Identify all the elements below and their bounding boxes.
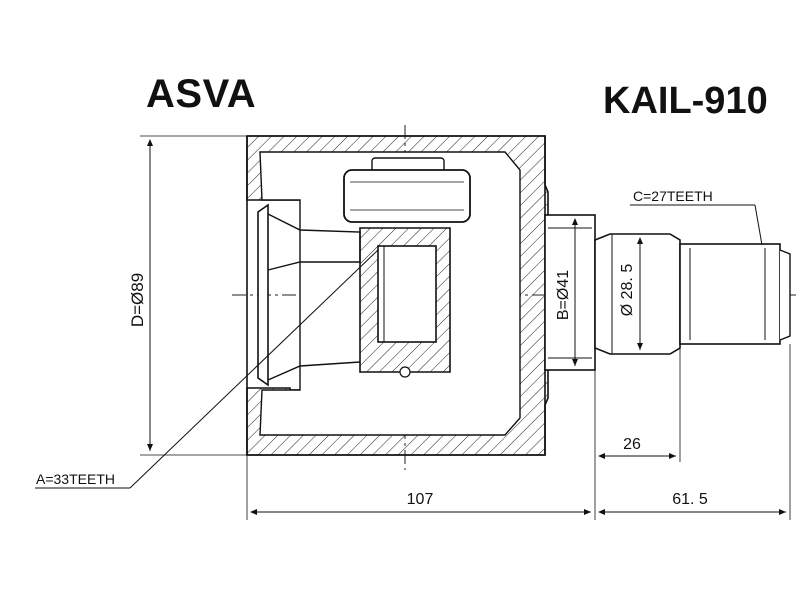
dim-spline-len-label: 26 [623,436,641,453]
brand-title: ASVA [146,72,257,116]
dim-d: D=Ø89 [128,135,247,456]
leader-line-c-diag [754,204,763,246]
leader-line-a-diag [129,249,379,489]
dim-shaft: Ø 28. 5 [619,237,643,350]
tripod-spider [359,227,451,378]
spline-end [679,243,791,345]
input-shaft [257,203,361,387]
dim-overall-label: 107 [407,491,434,508]
dim-26: 26 [594,340,681,520]
dim-107: 107 [246,455,591,520]
part-number: KAIL-910 [603,80,768,122]
dim-b: B=Ø41 [555,218,578,366]
dim-shaft-label: Ø 28. 5 [619,264,636,317]
dim-61-5: 61. 5 [598,344,791,520]
tripod-roller [343,157,471,223]
spline-c-label: C=27TEETH [633,188,713,204]
spline-a-label: A=33TEETH [36,471,115,487]
dim-b-label: B=Ø41 [555,270,572,320]
dim-d-label: D=Ø89 [128,273,147,327]
dim-stub-label: 61. 5 [672,491,708,508]
